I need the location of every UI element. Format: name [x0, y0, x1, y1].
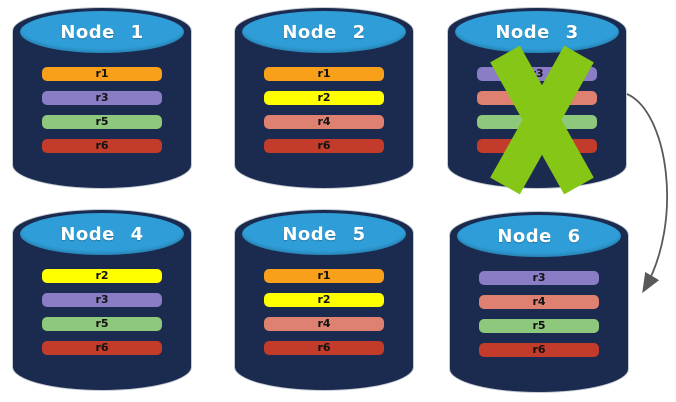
replica-bar: r3 [42, 293, 162, 307]
node-2-top-ellipse: Node 2 [242, 11, 406, 53]
node-3-top-ellipse: Node 3 [455, 11, 619, 53]
replica-bar: r2 [264, 91, 384, 105]
node-5-label: Node 5 [282, 223, 366, 245]
replica-bar: r4 [264, 115, 384, 129]
replica-bar: r3 [42, 91, 162, 105]
replica-bar: r1 [264, 67, 384, 81]
replica-bar: r6 [42, 139, 162, 153]
node-6-label: Node 6 [497, 225, 581, 247]
node-5-replica-list: r1 r2 r4 r6 [264, 269, 384, 365]
node-1-top-ellipse: Node 1 [20, 11, 184, 53]
node-4-top-ellipse: Node 4 [20, 213, 184, 255]
replica-bar: r5 [42, 317, 162, 331]
node-3-cylinder: Node 3 r3 r4 r5 r6 [448, 8, 626, 195]
node-4-label: Node 4 [60, 223, 144, 245]
node-4-replica-list: r2 r3 r5 r6 [42, 269, 162, 365]
node-4-cylinder: Node 4 r2 r3 r5 r6 [13, 210, 191, 390]
node-1-replica-list: r1 r3 r5 r6 [42, 67, 162, 163]
node-6-top-ellipse: Node 6 [457, 215, 621, 257]
replica-bar: r2 [42, 269, 162, 283]
replica-bar: r6 [264, 139, 384, 153]
replica-bar: r3 [479, 271, 599, 285]
node-1-cylinder: Node 1 r1 r3 r5 r6 [13, 8, 191, 188]
node-2-cylinder: Node 2 r1 r2 r4 r6 [235, 8, 413, 188]
node-5-cylinder: Node 5 r1 r2 r4 r6 [235, 210, 413, 390]
node-3-label: Node 3 [495, 21, 579, 43]
replica-bar: r5 [42, 115, 162, 129]
replica-bar: r6 [42, 341, 162, 355]
replica-bar: r6 [264, 341, 384, 355]
replica-bar: r4 [479, 295, 599, 309]
failure-x-icon [490, 45, 594, 195]
replica-bar: r1 [42, 67, 162, 81]
node-5-top-ellipse: Node 5 [242, 213, 406, 255]
replica-bar: r4 [264, 317, 384, 331]
node-2-replica-list: r1 r2 r4 r6 [264, 67, 384, 163]
node-6-replica-list: r3 r4 r5 r6 [479, 271, 599, 367]
node-6-cylinder: Node 6 r3 r4 r5 r6 [450, 212, 628, 392]
replica-bar: r2 [264, 293, 384, 307]
node-1-label: Node 1 [60, 21, 144, 43]
replica-bar: r5 [479, 319, 599, 333]
failover-arrow-path [626, 93, 668, 294]
replica-bar: r6 [479, 343, 599, 357]
node-2-label: Node 2 [282, 21, 366, 43]
replica-bar: r1 [264, 269, 384, 283]
